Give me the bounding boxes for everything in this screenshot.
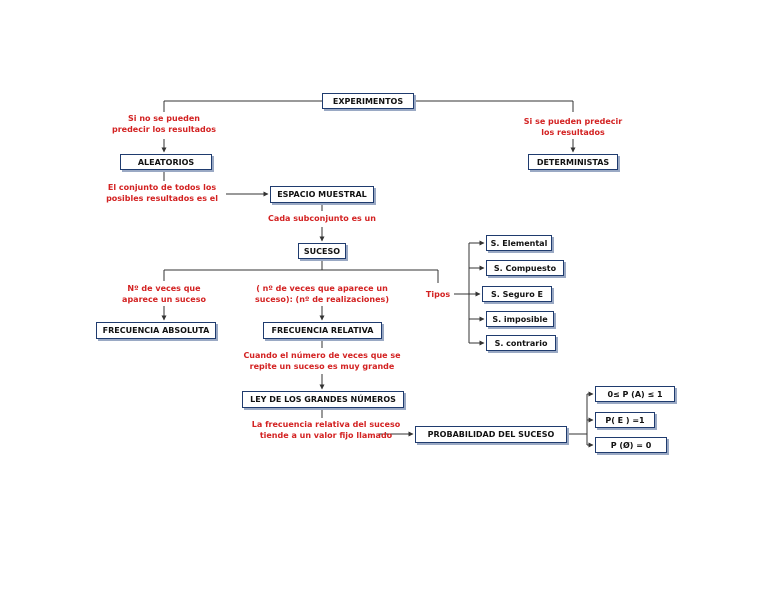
node-p-e: P( E ) =1 bbox=[595, 412, 655, 428]
label-line: aparece un suceso bbox=[122, 295, 206, 304]
node-experimentos: EXPERIMENTOS bbox=[322, 93, 414, 109]
label-si-predecir: Si se pueden predecir los resultados bbox=[508, 116, 638, 138]
node-s-imposible: S. imposible bbox=[486, 311, 554, 327]
label-n-veces: Nº de veces que aparece un suceso bbox=[104, 283, 224, 305]
node-s-compuesto: S. Compuesto bbox=[486, 260, 564, 276]
label-line: posibles resultados es el bbox=[106, 194, 218, 203]
label-cociente: ( nº de veces que aparece un suceso): (n… bbox=[242, 283, 402, 305]
node-espacio-muestral: ESPACIO MUESTRAL bbox=[270, 186, 374, 203]
label-line: predecir los resultados bbox=[111, 125, 217, 134]
label-no-predecir: Si no se pueden predecir los resultados bbox=[104, 113, 224, 135]
label-line: La frecuencia relativa del suceso bbox=[251, 420, 401, 429]
label-line: El conjunto de todos los bbox=[107, 183, 217, 192]
label-line: Cada subconjunto es un bbox=[268, 214, 376, 223]
label-line: Cuando el número de veces que se bbox=[243, 351, 401, 360]
label-subconjunto: Cada subconjunto es un bbox=[258, 213, 386, 224]
label-line: Si se pueden predecir bbox=[523, 117, 623, 126]
label-line: suceso): (nº de realizaciones) bbox=[255, 295, 389, 304]
node-aleatorios: ALEATORIOS bbox=[120, 154, 212, 170]
label-line: Nº de veces que bbox=[127, 284, 201, 293]
node-p-empty: P (Ø) = 0 bbox=[595, 437, 667, 453]
node-suceso: SUCESO bbox=[298, 243, 346, 259]
label-conjunto-todos: El conjunto de todos los posibles result… bbox=[98, 182, 226, 204]
node-p-range: 0≤ P (A) ≤ 1 bbox=[595, 386, 675, 402]
node-probabilidad-suceso: PROBABILIDAD DEL SUCESO bbox=[415, 426, 567, 443]
node-frecuencia-relativa: FRECUENCIA RELATIVA bbox=[263, 322, 382, 339]
label-line: Si no se pueden bbox=[128, 114, 200, 123]
label-line: tiende a un valor fijo llamado bbox=[259, 431, 393, 440]
node-s-seguro: S. Seguro E bbox=[482, 286, 552, 302]
label-line: repite un suceso es muy grande bbox=[249, 362, 395, 371]
node-ley-grandes-numeros: LEY DE LOS GRANDES NÚMEROS bbox=[242, 391, 404, 408]
label-line: los resultados bbox=[541, 128, 605, 137]
label-line: ( nº de veces que aparece un bbox=[256, 284, 388, 293]
label-muy-grande: Cuando el número de veces que se repite … bbox=[232, 350, 412, 372]
label-valor-fijo: La frecuencia relativa del suceso tiende… bbox=[238, 419, 414, 441]
node-s-contrario: S. contrario bbox=[486, 335, 556, 351]
label-tipos: Tipos bbox=[422, 289, 454, 300]
node-deterministas: DETERMINISTAS bbox=[528, 154, 618, 170]
node-frecuencia-absoluta: FRECUENCIA ABSOLUTA bbox=[96, 322, 216, 339]
node-s-elemental: S. Elemental bbox=[486, 235, 552, 251]
label-line: Tipos bbox=[425, 290, 451, 299]
